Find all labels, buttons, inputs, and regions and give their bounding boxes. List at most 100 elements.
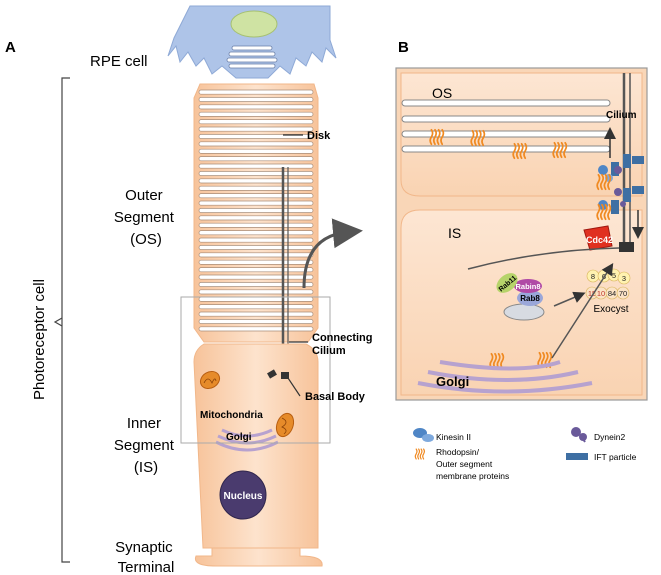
rhodopsin-cluster: [470, 129, 486, 147]
disk: [198, 126, 314, 132]
kinesin-legend-label: Kinesin II: [436, 432, 471, 442]
golgi-a-label: Golgi: [226, 432, 252, 443]
connecting-cilium-label: Connecting Cilium: [312, 332, 376, 357]
ift-legend-icon: [566, 453, 588, 460]
mitochondria-label: Mitochondria: [200, 410, 263, 421]
rhodopsin-cluster: [429, 128, 445, 146]
cilium-b-label: Cilium: [606, 110, 637, 121]
rab-vesicle: [503, 303, 545, 321]
panel-a-letter: A: [5, 39, 16, 56]
disk: [198, 259, 314, 265]
disk-label: Disk: [307, 130, 331, 142]
mitochondria: [199, 370, 295, 438]
exocyst-subunit: [617, 271, 631, 285]
rhodopsin-cluster: [552, 141, 568, 159]
disk-membranes-b: [401, 99, 611, 153]
os-label: Outer Segment (OS): [114, 187, 178, 248]
exocyst-subunit-label: 70: [619, 289, 627, 298]
ift-complexes: [598, 154, 644, 214]
rab11-shape: [496, 273, 518, 293]
disk: [198, 163, 314, 169]
exocyst-subunit-label: 3: [622, 274, 626, 283]
rab8-label: Rab8: [520, 294, 540, 303]
basal-body-b: [619, 242, 634, 252]
exocyst-subunit-label: 5: [612, 271, 616, 280]
is-label: Inner Segment (IS): [114, 415, 178, 476]
rabin8-shape: [514, 279, 542, 293]
is-b-label: IS: [448, 225, 461, 241]
disk: [198, 252, 314, 258]
cdc42-label: Cdc42: [586, 235, 613, 245]
disk: [198, 222, 314, 228]
disk: [198, 185, 314, 191]
rabin8-label: Rabin8: [515, 282, 540, 291]
disk: [198, 193, 314, 199]
nucleus-label: Nucleus: [224, 491, 263, 502]
disk: [198, 237, 314, 243]
basal-body-a: [267, 369, 277, 379]
disk: [198, 156, 314, 162]
disk: [198, 111, 314, 117]
disk: [198, 178, 314, 184]
disk: [198, 311, 314, 317]
rhodopsin-cluster: [596, 203, 612, 221]
disk: [198, 304, 314, 310]
dynein-legend-label: Dynein2: [594, 432, 625, 442]
membrane-path: [467, 247, 620, 270]
ift-legend-label: IFT particle: [594, 452, 637, 462]
disk: [198, 89, 314, 95]
disk: [198, 148, 314, 154]
os-b-label: OS: [432, 85, 452, 101]
golgi-to-cilium-arrow: [551, 262, 614, 359]
rhodopsin-legend-icon: [414, 448, 426, 460]
disk: [198, 289, 314, 295]
disk: [198, 200, 314, 206]
disk: [198, 171, 314, 176]
disk-stack: [198, 89, 314, 332]
disk: [198, 104, 314, 110]
rhodopsin-legend-label: Rhodopsin/ Outer segment membrane protei…: [436, 447, 509, 481]
legend: Kinesin II Dynein2 Rhodopsin/ Outer segm…: [413, 427, 637, 481]
rhodopsin-legend-squiggle: [414, 448, 426, 460]
rab8-shape: [517, 290, 543, 306]
photoreceptor-label: Photoreceptor cell: [31, 279, 48, 400]
synaptic-label: Synaptic Terminal: [115, 539, 177, 575]
disk: [198, 319, 314, 324]
panel-b-letter: B: [398, 39, 409, 56]
dynein-legend-icon: [571, 427, 587, 443]
cdc42-shape: [583, 225, 613, 251]
exocyst-subunit: [616, 286, 630, 300]
basal-body-label: Basal Body: [305, 391, 366, 403]
disk: [198, 245, 314, 250]
disk: [198, 274, 314, 280]
disk: [198, 267, 314, 273]
rab-to-exocyst-arrow: [553, 291, 586, 307]
golgi-b-label: Golgi: [436, 374, 469, 389]
kinesin-legend-icon: [413, 428, 434, 442]
photoreceptor-bracket: [61, 77, 70, 563]
rhodopsin-cluster: [512, 142, 528, 160]
disk: [198, 326, 314, 332]
disk: [198, 97, 314, 102]
disk: [198, 230, 314, 236]
zoom-box: [180, 296, 331, 444]
golgi-b: [417, 360, 593, 394]
synaptic-terminal-body: [194, 547, 323, 567]
exocyst-subunit-label: 10: [597, 289, 605, 298]
rpe-label: RPE cell: [90, 53, 148, 70]
disk: [198, 119, 314, 125]
rpe-nucleus: [230, 10, 278, 38]
zoom-arrow: [302, 218, 363, 289]
disk: [198, 141, 314, 147]
disk: [198, 208, 314, 213]
rpe-cell: [167, 5, 337, 79]
exocyst-subunit-label: 8: [591, 272, 595, 281]
nucleus: [219, 470, 267, 520]
panel-b: Cdc42 Rab11 Rabin8 Rab8 865315108470 Exo…: [395, 67, 648, 401]
exocyst-subunit-label: 84: [608, 289, 616, 298]
disk: [198, 282, 314, 287]
disk: [198, 215, 314, 221]
rhodopsin-cluster: [596, 173, 612, 191]
